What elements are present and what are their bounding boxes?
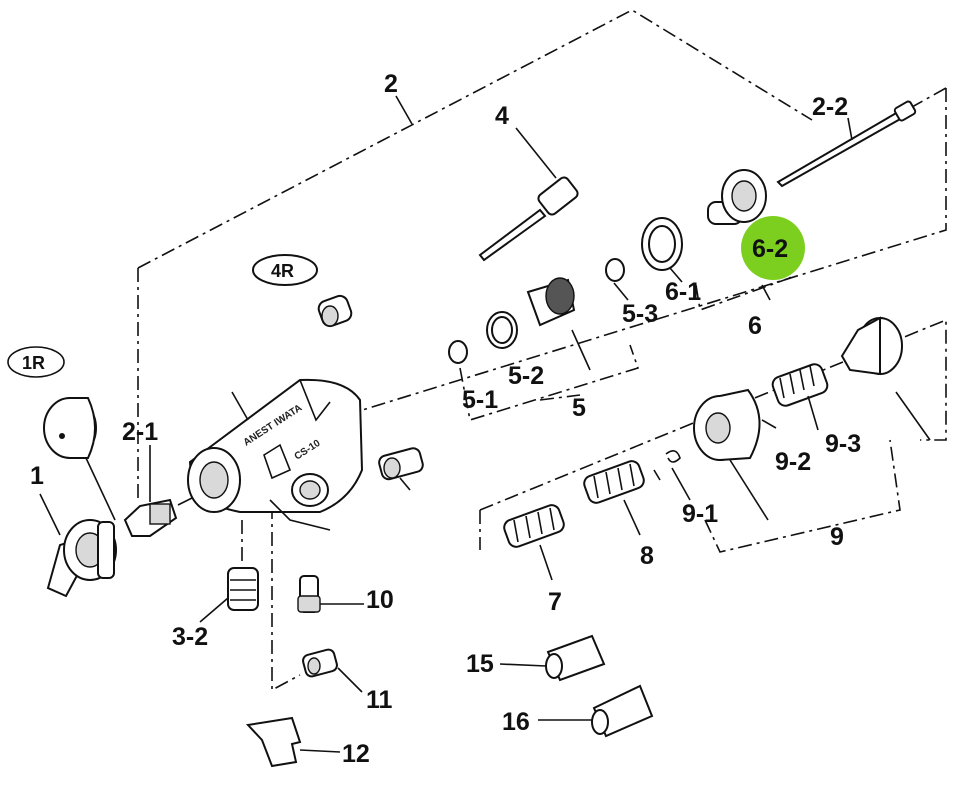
label-9: 9	[830, 523, 844, 551]
part-6-1-sleeve	[641, 217, 683, 283]
part-1r-cap	[43, 397, 116, 521]
part-4r-plug	[252, 254, 353, 328]
label-2-1: 2-1	[122, 418, 158, 446]
label-12: 12	[342, 740, 370, 768]
spray-gun-body: ANEST IWATA CS-10	[187, 378, 364, 531]
label-5-3: 5-3	[622, 300, 658, 328]
part-2-1-fluid-nozzle	[123, 445, 193, 537]
part-9-assembly	[693, 316, 931, 521]
part-5-packing	[448, 258, 629, 371]
group-3-dashline	[241, 505, 301, 692]
part-7-spring	[503, 504, 565, 581]
label-1: 1	[30, 462, 44, 490]
label-9-3: 9-3	[825, 430, 861, 458]
label-6: 6	[748, 312, 762, 340]
part-11-nut	[302, 648, 363, 693]
label-8: 8	[640, 542, 654, 570]
part-10-screw	[297, 575, 364, 613]
part-1-air-cap	[39, 493, 117, 598]
label-9-2: 9-2	[775, 448, 811, 476]
part-4-adjuster	[478, 127, 579, 262]
group-5-bracket	[459, 344, 640, 422]
part-labels: 2 2-2 4 4R 1R 6-2 6-1 6 5-3 5-2 5-1 5 2-…	[7, 70, 861, 768]
part-2-2-needle	[776, 100, 917, 188]
label-16: 16	[502, 708, 530, 736]
label-11: 11	[366, 686, 393, 714]
label-5: 5	[572, 394, 586, 422]
part-6-2-valve	[707, 169, 805, 280]
group-9-bracket	[704, 439, 901, 553]
part-3-2-fitting	[199, 567, 259, 623]
label-2: 2	[384, 70, 398, 98]
label-3-2: 3-2	[172, 623, 208, 651]
part-16-fitting	[538, 684, 654, 738]
part-8-spring	[583, 460, 645, 536]
part-15-fitting	[499, 634, 606, 682]
label-9-1: 9-1	[682, 500, 718, 528]
label-1r-oval	[7, 346, 65, 378]
label-6-2: 6-2	[752, 235, 788, 263]
label-5-2: 5-2	[508, 362, 544, 390]
part-side-fitting	[378, 447, 424, 491]
label-7: 7	[548, 588, 562, 616]
part-9-1-clip	[665, 450, 691, 501]
leader-lines	[395, 95, 771, 481]
part-12-clip	[245, 716, 341, 768]
label-1r: 1R	[22, 353, 45, 373]
label-4: 4	[495, 102, 509, 130]
label-5-1: 5-1	[462, 386, 498, 414]
part-6-2-highlight-marker	[741, 216, 805, 280]
label-2-2: 2-2	[812, 93, 848, 121]
label-4r: 4R	[271, 261, 294, 281]
label-10: 10	[366, 586, 394, 614]
label-15: 15	[466, 650, 494, 678]
label-6-1: 6-1	[665, 278, 701, 306]
